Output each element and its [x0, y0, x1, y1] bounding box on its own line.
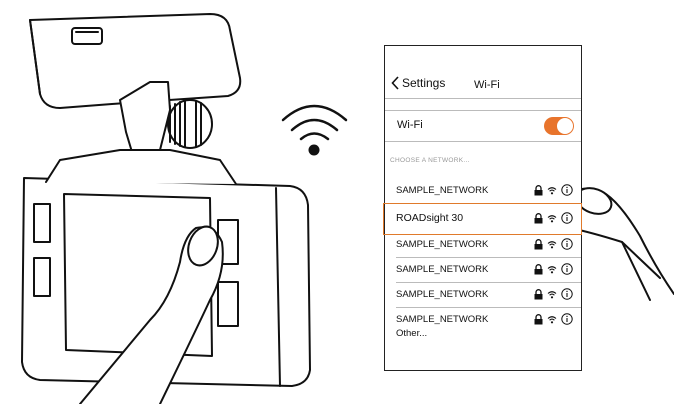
lock-icon — [534, 212, 543, 223]
back-button[interactable]: Settings — [391, 76, 445, 90]
wifi-broadcast-icon — [281, 104, 348, 141]
network-item[interactable]: SAMPLE_NETWORK — [385, 233, 581, 257]
wifi-signal-icon — [547, 186, 557, 194]
page-title: Wi-Fi — [474, 79, 500, 91]
network-name: SAMPLE_NETWORK — [396, 239, 489, 250]
lock-icon — [534, 263, 543, 274]
lock-icon — [534, 313, 543, 324]
wifi-toggle[interactable] — [544, 117, 574, 135]
info-icon[interactable] — [561, 212, 573, 224]
list-divider — [396, 282, 581, 283]
network-item[interactable]: SAMPLE_NETWORK — [385, 179, 581, 203]
toggle-knob — [557, 118, 573, 134]
info-icon[interactable] — [561, 288, 573, 300]
other-network-item[interactable]: Other... — [396, 328, 428, 339]
info-icon[interactable] — [561, 263, 573, 275]
wifi-signal-icon — [547, 214, 557, 222]
network-icons — [534, 263, 573, 275]
network-item[interactable]: SAMPLE_NETWORK — [385, 308, 581, 332]
network-icons — [534, 288, 573, 300]
wifi-label: Wi-Fi — [397, 119, 423, 131]
network-name: SAMPLE_NETWORK — [396, 264, 489, 275]
info-icon[interactable] — [561, 184, 573, 196]
network-item[interactable]: SAMPLE_NETWORK — [385, 283, 581, 307]
wifi-signal-icon — [547, 265, 557, 273]
chevron-left-icon — [391, 76, 399, 90]
list-divider — [396, 307, 581, 308]
section-header: CHOOSE A NETWORK... — [390, 157, 470, 164]
lock-icon — [534, 238, 543, 249]
lock-icon — [534, 288, 543, 299]
info-icon[interactable] — [561, 238, 573, 250]
wifi-signal-icon — [547, 315, 557, 323]
network-icons — [534, 238, 573, 250]
nav-bar: Settings Wi-Fi — [385, 46, 581, 99]
network-name: SAMPLE_NETWORK — [396, 314, 489, 325]
network-name: SAMPLE_NETWORK — [396, 185, 489, 196]
network-item-selected[interactable]: ROADsight 30 — [383, 203, 582, 235]
network-icons — [534, 212, 573, 224]
wifi-signal-icon — [547, 240, 557, 248]
lock-icon — [534, 184, 543, 195]
network-icons — [534, 184, 573, 196]
wifi-toggle-row: Wi-Fi — [385, 110, 581, 142]
network-item[interactable]: SAMPLE_NETWORK — [385, 258, 581, 282]
network-name: ROADsight 30 — [396, 212, 464, 224]
info-icon[interactable] — [561, 313, 573, 325]
network-name: SAMPLE_NETWORK — [396, 289, 489, 300]
phone-screen: Settings Wi-Fi Wi-Fi CHOOSE A NETWORK...… — [383, 45, 582, 371]
network-icons — [534, 313, 573, 325]
back-button-label: Settings — [402, 76, 446, 90]
list-divider — [396, 257, 581, 258]
wifi-signal-icon — [547, 290, 557, 298]
